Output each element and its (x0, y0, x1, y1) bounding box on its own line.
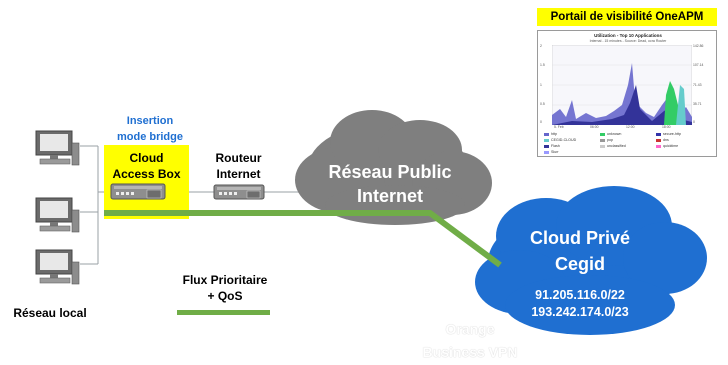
legend-entry: unclassified (600, 144, 626, 148)
y-right-tick: 142.86 (693, 44, 704, 48)
y-left-tick: 1.5 (540, 63, 545, 67)
flow-legend-line1: Flux Prioritaire (182, 273, 268, 287)
legend-label: Slurr (551, 150, 559, 154)
legend-swatch (544, 150, 549, 154)
local-network-label: Réseau local (13, 306, 87, 320)
legend-label: pop (607, 138, 613, 142)
legend-swatch (600, 138, 605, 142)
cloud-access-box-label-line2: Access Box (112, 167, 181, 181)
legend-label: unclassified (607, 144, 626, 148)
flow-legend-swatch (177, 310, 270, 315)
router-label-line1: Routeur (215, 151, 262, 165)
insertion-label: Insertion mode bridge (100, 113, 200, 145)
legend-swatch (544, 144, 549, 148)
legend-label: dns (663, 138, 669, 142)
y-left-tick: 1 (540, 83, 542, 87)
insertion-label-line2: mode bridge (116, 131, 183, 143)
cloud-access-box-highlight (104, 145, 189, 219)
legend-label: unknown (607, 132, 622, 136)
cloud-access-box-icon (110, 183, 166, 200)
legend-swatch (656, 132, 661, 136)
y-right-tick: 107.14 (693, 63, 704, 67)
internet-cloud-label-line2: Internet (356, 186, 423, 206)
private-cloud-label: Cloud Privé Cegid (500, 225, 660, 277)
y-left-tick: 0.5 (540, 102, 545, 106)
y-right-tick: 71.43 (693, 83, 702, 87)
flow-legend-label: Flux Prioritaire + QoS (165, 272, 285, 304)
legend-entry: dns (656, 138, 669, 142)
internet-cloud-label-line1: Réseau Public (328, 162, 452, 182)
y-left-tick: 2 (540, 44, 542, 48)
computer-icon (35, 197, 80, 233)
faded-vpn-label-line1: Orange (445, 321, 495, 337)
subnet-list: 91.205.116.0/22 193.242.174.0/23 (500, 287, 660, 321)
legend-label: Flash (551, 144, 560, 148)
cloud-access-box-label-line1: Cloud (129, 151, 164, 165)
legend-entry: CEGID-CLOUD (544, 138, 576, 142)
y-left-tick: 0 (540, 120, 542, 124)
x-tick: 06:00 (590, 125, 599, 129)
legend-entry: unknown (600, 132, 621, 136)
portal-title: Portail de visibilité OneAPM (537, 8, 717, 26)
x-tick: 18:00 (662, 125, 671, 129)
faded-vpn-label: Orange Business VPN (395, 318, 545, 364)
insertion-label-line1: Insertion (126, 115, 174, 127)
legend-swatch (600, 132, 605, 136)
subnet-1: 91.205.116.0/22 (535, 288, 625, 302)
legend-entry: Flash (544, 144, 560, 148)
legend-entry: secure-http (656, 132, 681, 136)
x-tick: 5. Feb (554, 125, 564, 129)
legend-entry: http (544, 132, 557, 136)
screenshot-chart-subtitle: Internal - 15 minutes - Source: Dead, oc… (589, 39, 667, 43)
computer-icon (35, 130, 80, 166)
legend-label: CEGID-CLOUD (551, 138, 577, 142)
y-right-tick: 0 (693, 120, 695, 124)
portal-screenshot: Utilization - Top 10 Applications Intern… (537, 30, 717, 157)
legend-label: http (551, 132, 557, 136)
screenshot-chart-area (552, 45, 692, 125)
legend-swatch (544, 132, 549, 136)
private-cloud-label-line1: Cloud Privé (529, 228, 631, 248)
legend-swatch (600, 144, 605, 148)
screenshot-chart-title: Utilization - Top 10 Applications (594, 33, 662, 38)
router-label: Routeur Internet (196, 150, 281, 182)
legend-entry: quicktime (656, 144, 678, 148)
legend-swatch (656, 144, 661, 148)
legend-entry: pop (600, 138, 613, 142)
private-cloud-label-line2: Cegid (554, 254, 605, 274)
flow-legend-line2: + QoS (207, 289, 243, 303)
router-label-line2: Internet (216, 167, 261, 181)
faded-vpn-label-line2: Business VPN (422, 344, 518, 360)
computer-icon (35, 249, 80, 285)
internet-cloud-label: Réseau Public Internet (315, 160, 465, 208)
legend-swatch (656, 138, 661, 142)
legend-label: secure-http (663, 132, 681, 136)
legend-entry: Slurr (544, 150, 559, 154)
y-right-tick: 35.71 (693, 102, 702, 106)
x-tick: 12:00 (626, 125, 635, 129)
legend-label: quicktime (663, 144, 679, 148)
legend-swatch (544, 138, 549, 142)
router-icon (213, 184, 265, 200)
subnet-2: 193.242.174.0/23 (531, 305, 629, 319)
cloud-access-box-label: Cloud Access Box (104, 150, 189, 182)
